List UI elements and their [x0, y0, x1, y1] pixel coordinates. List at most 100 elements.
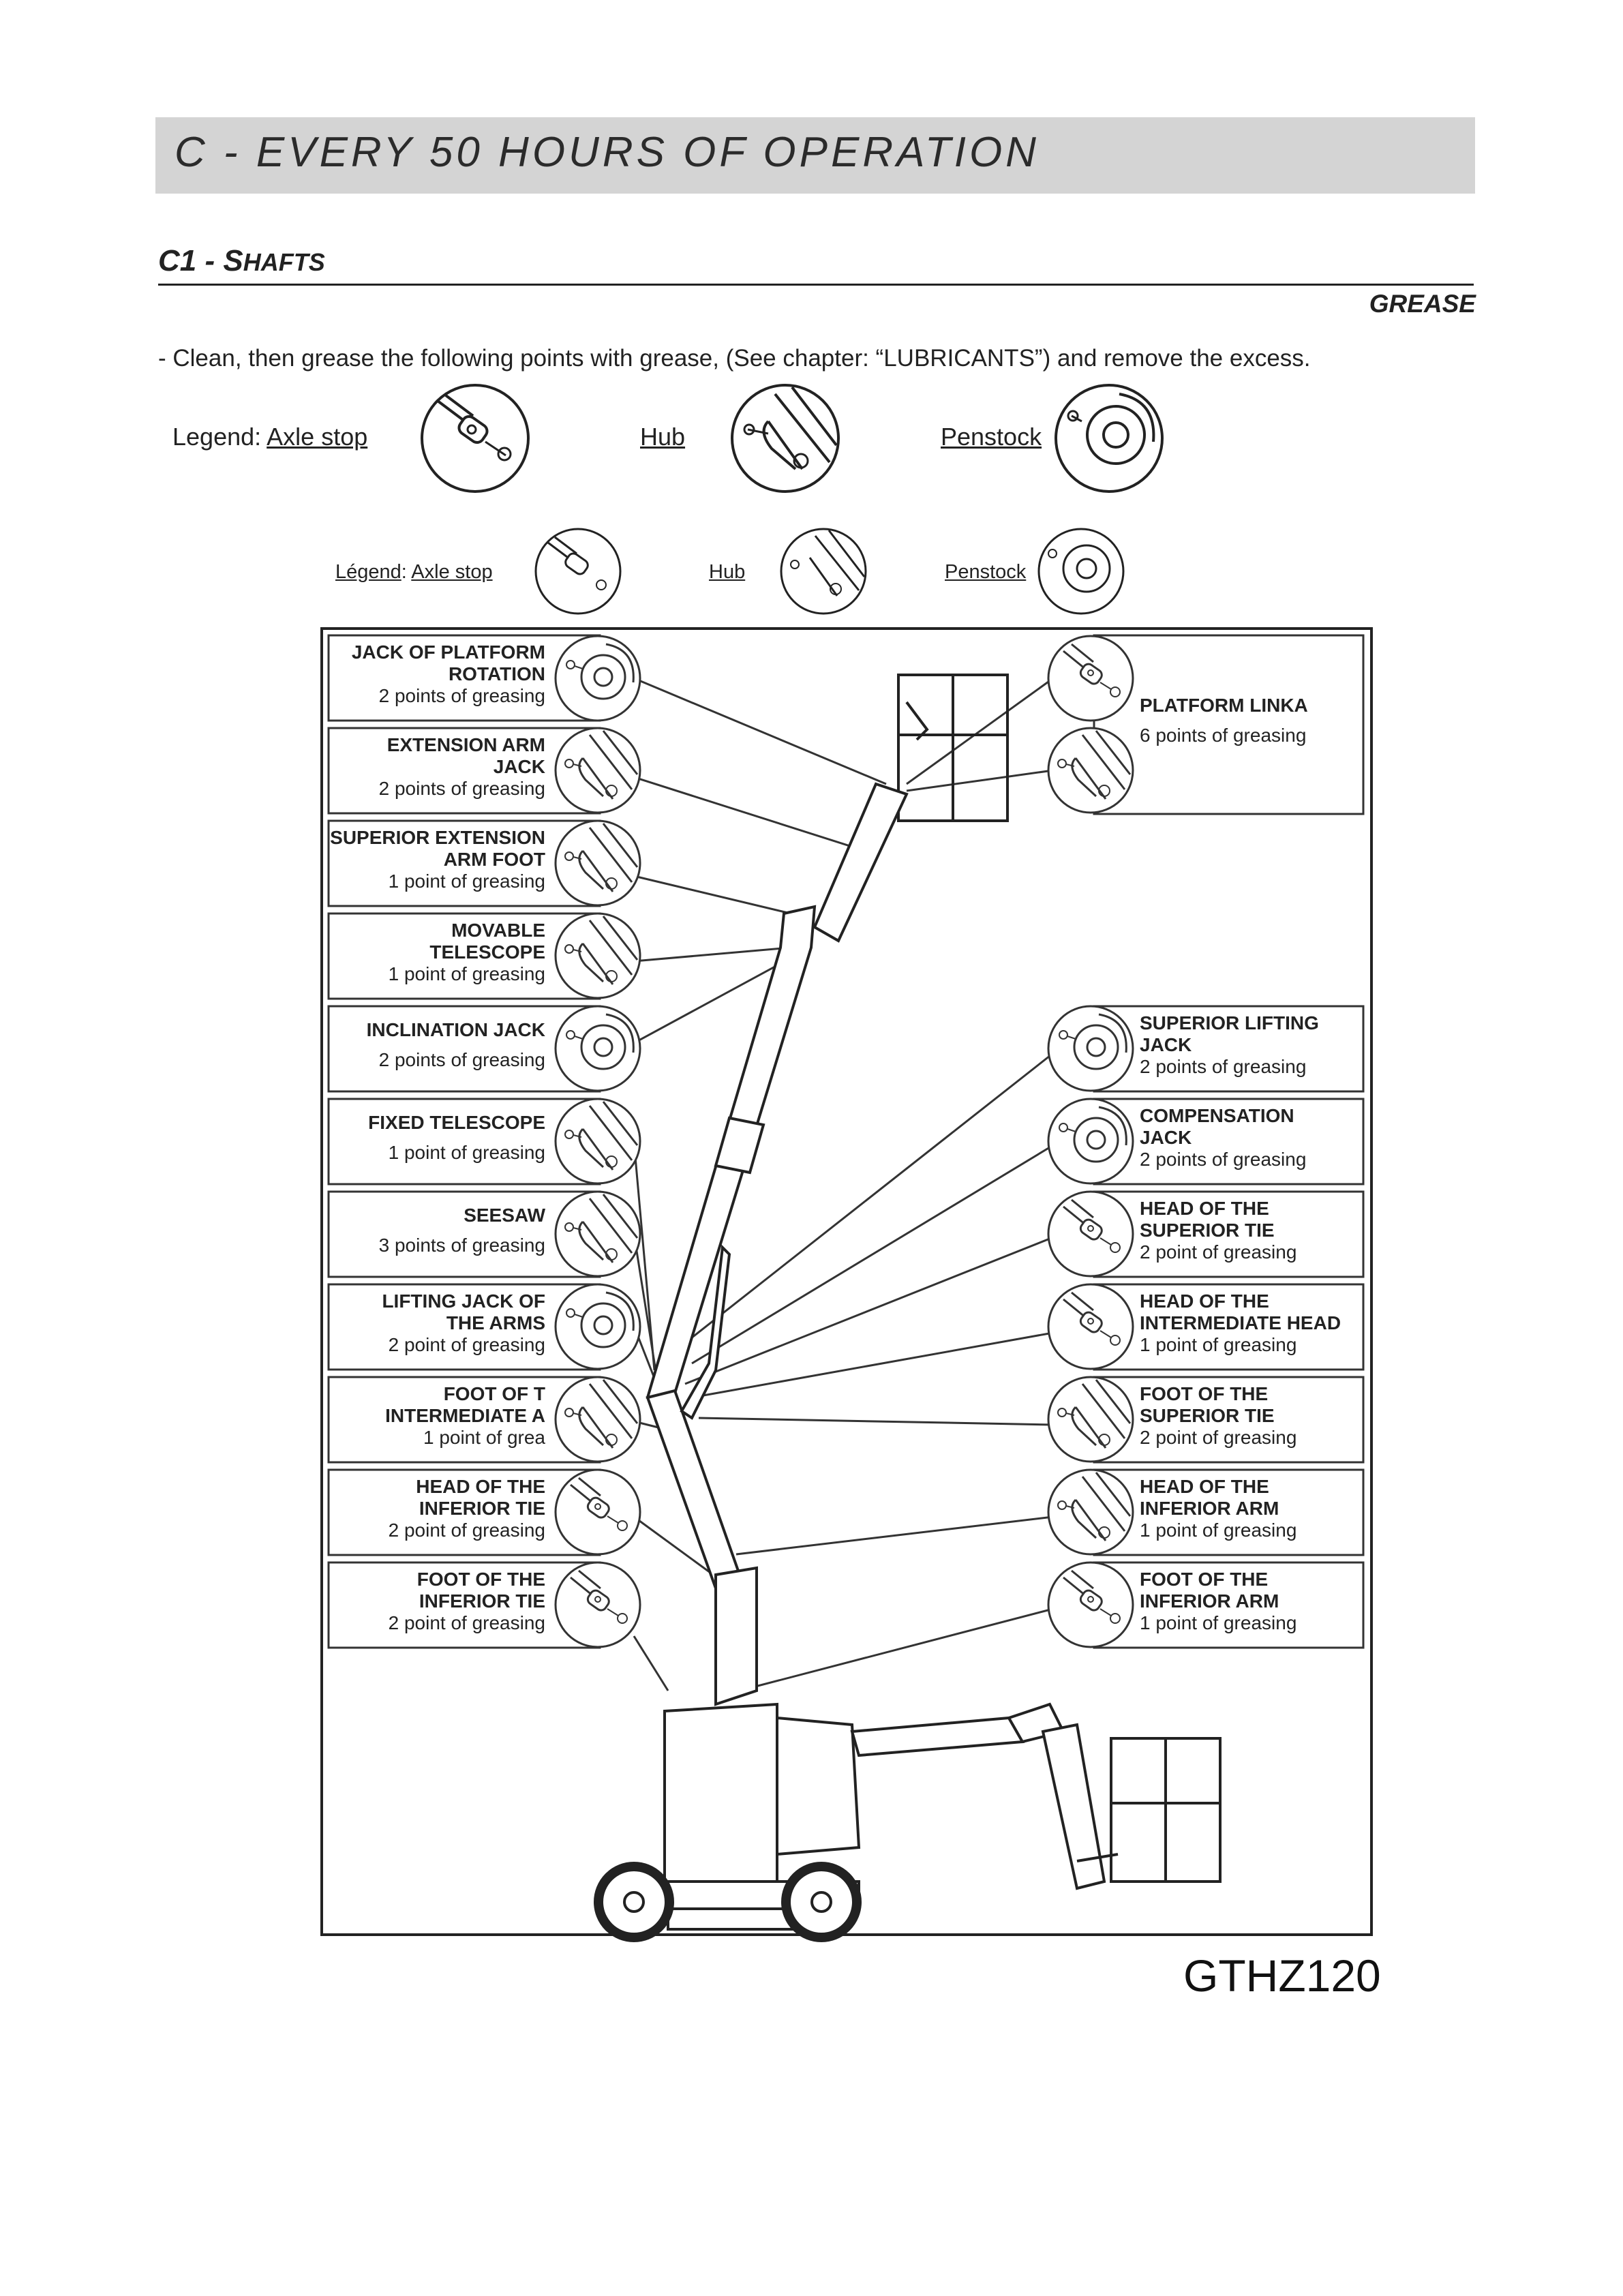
callout-title: SUPERIOR TIE — [1140, 1220, 1275, 1241]
section-initial: S — [223, 244, 243, 277]
callout-points: 1 point of greasing — [1140, 1334, 1296, 1355]
callout-title: INTERMEDIATE A — [385, 1405, 545, 1426]
callout-title: EXTENSION ARM — [387, 734, 545, 755]
callout-title: ARM FOOT — [444, 849, 545, 870]
penstock-icon — [1047, 1005, 1134, 1092]
callout-points: 2 point of greasing — [389, 1520, 545, 1541]
axle-stop-icon — [1047, 1283, 1134, 1370]
callout-points: 2 point of greasing — [389, 1334, 545, 1355]
callout-title: INTERMEDIATE HEAD — [1140, 1312, 1341, 1333]
callout-points: 2 points of greasing — [1140, 1056, 1306, 1077]
left-callouts — [327, 634, 601, 1649]
penstock-icon — [1055, 384, 1164, 493]
callout-title: HEAD OF THE — [1140, 1290, 1269, 1312]
callout-points: 2 point of greasing — [389, 1612, 545, 1633]
legend-penstock: Penstock — [941, 423, 1042, 451]
leader-lines — [633, 677, 1054, 1692]
callout-points: 1 point of grea — [423, 1427, 545, 1448]
callout-title: INFERIOR TIE — [419, 1590, 545, 1612]
callout-title: HEAD OF THE — [1140, 1476, 1269, 1497]
hub-icon — [731, 384, 840, 493]
hub-icon — [554, 1376, 641, 1463]
callout-title: FOOT OF THE — [1140, 1383, 1268, 1404]
callout-points: 1 point of greasing — [389, 1142, 545, 1163]
small-legend-label: Légend — [335, 561, 401, 583]
callout-points: 6 points of greasing — [1140, 725, 1306, 746]
legend-axle-stop: Axle stop — [267, 423, 368, 451]
section-rest: HAFTS — [243, 248, 325, 276]
right-callout-icons — [1047, 635, 1134, 1648]
callout-points: 3 points of greasing — [379, 1235, 545, 1256]
section-rule — [158, 284, 1474, 286]
callout-title: FOOT OF THE — [417, 1569, 545, 1590]
callout-points: 2 points of greasing — [379, 1049, 545, 1070]
hub-icon — [1047, 1376, 1134, 1463]
callout-title: FOOT OF THE — [1140, 1569, 1268, 1590]
callout-title: HEAD OF THE — [416, 1476, 545, 1497]
section-heading: C1 - SHAFTS — [158, 244, 325, 278]
callout-title: JACK OF PLATFORM — [352, 641, 545, 663]
callout-title: MOVABLE — [451, 920, 545, 941]
hub-icon — [554, 912, 641, 999]
callout-title: SUPERIOR TIE — [1140, 1405, 1275, 1426]
chapter-banner: C - EVERY 50 HOURS OF OPERATION — [155, 117, 1475, 194]
callout-title: JACK — [1140, 1127, 1192, 1148]
callout-title: FIXED TELESCOPE — [368, 1112, 545, 1133]
callout-title: FOOT OF T — [444, 1383, 545, 1404]
callout-points: 2 points of greasing — [379, 778, 545, 799]
small-penstock-icon — [1037, 528, 1125, 615]
small-legend-penstock: Penstock — [945, 561, 1027, 583]
callout-title: TELESCOPE — [429, 941, 545, 963]
callout-title: THE ARMS — [446, 1312, 545, 1333]
penstock-icon — [554, 1005, 641, 1092]
callout-points: 1 point of greasing — [1140, 1612, 1296, 1633]
hub-icon — [554, 819, 641, 907]
instruction-text: - Clean, then grease the following point… — [158, 345, 1311, 372]
chapter-title: C - EVERY 50 HOURS OF OPERATION — [175, 129, 1040, 176]
grease-tag: GREASE — [1369, 290, 1476, 318]
small-legend-hub: Hub — [709, 561, 746, 583]
penstock-icon — [1047, 1098, 1134, 1185]
right-callouts — [1093, 634, 1365, 1649]
callout-title: COMPENSATION — [1140, 1105, 1294, 1126]
model-code: GTHZ120 — [1183, 1950, 1381, 2001]
small-axle-stop-icon — [534, 528, 622, 615]
callout-points: 1 point of greasing — [389, 963, 545, 984]
callout-points: 1 point of greasing — [389, 871, 545, 892]
penstock-icon — [554, 1283, 641, 1370]
callout-title: JACK — [494, 756, 545, 777]
callout-points: 2 point of greasing — [1140, 1427, 1296, 1448]
axle-stop-icon — [1047, 1561, 1134, 1648]
callout-title: INCLINATION JACK — [367, 1019, 545, 1040]
small-hub-icon — [780, 528, 867, 615]
callout-title: SUPERIOR LIFTING — [1140, 1012, 1319, 1033]
section-number: C1 - — [158, 244, 224, 277]
diagram-frame — [320, 627, 1373, 1936]
legend-hub: Hub — [640, 423, 686, 451]
axle-stop-icon — [554, 1468, 641, 1556]
callout-title: PLATFORM LINKA — [1140, 695, 1308, 716]
callout-title: JACK — [1140, 1034, 1192, 1055]
axle-stop-icon — [1047, 635, 1134, 722]
callout-points: 2 points of greasing — [1140, 1149, 1306, 1170]
axle-stop-icon — [421, 384, 530, 493]
penstock-icon — [554, 635, 641, 722]
callout-title: SUPERIOR EXTENSION — [330, 827, 545, 848]
hub-icon — [554, 727, 641, 814]
callout-title: INFERIOR ARM — [1140, 1498, 1279, 1519]
axle-stop-icon — [1047, 1190, 1134, 1278]
hub-icon — [1047, 727, 1134, 814]
left-callout-icons — [554, 635, 641, 1648]
callout-points: 2 point of greasing — [1140, 1241, 1296, 1263]
aerial-lift-drawing — [594, 674, 1222, 1942]
hub-icon — [554, 1098, 641, 1185]
small-legend-axle: Axle stop — [411, 561, 493, 583]
callout-title: SEESAW — [464, 1205, 545, 1226]
axle-stop-icon — [554, 1561, 641, 1648]
hub-icon — [1047, 1468, 1134, 1556]
small-legend-label-group: Légend: Axle stop — [335, 561, 493, 583]
callout-title: ROTATION — [449, 663, 545, 684]
callout-title: HEAD OF THE — [1140, 1198, 1269, 1219]
legend-label-group: Legend: Axle stop — [172, 423, 367, 451]
